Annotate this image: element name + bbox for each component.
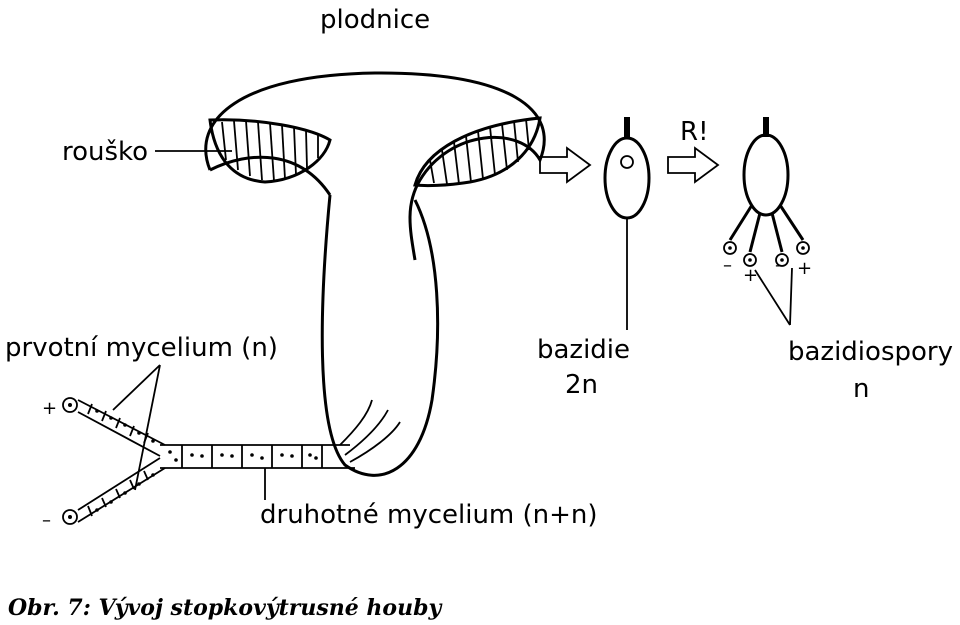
mushroom-stem: [320, 194, 440, 477]
label-bazidie: bazidie: [537, 335, 630, 365]
spore-plus-icon: [62, 397, 78, 413]
svg-text:–: –: [723, 255, 732, 276]
svg-text:+: +: [797, 258, 812, 279]
svg-text:+: +: [743, 265, 758, 286]
label-bazidie-ploidy: 2n: [565, 370, 598, 400]
mycelium-plus-sign: +: [42, 398, 57, 419]
arrow-2-icon: [667, 146, 720, 184]
label-plodnice: plodnice: [320, 5, 430, 35]
arrow-1-icon: [539, 146, 592, 184]
right-gills: [413, 116, 542, 188]
primary-leaders: [112, 364, 161, 491]
figure-caption: Obr. 7: Vývoj stopkovýtrusné houby: [8, 595, 442, 621]
mushroom-cap: [204, 71, 546, 261]
label-reduction: R!: [680, 117, 709, 147]
label-bazidiospory: bazidiospory: [788, 337, 953, 367]
primary-mycelium: [62, 397, 166, 525]
spore-minus-icon: [62, 509, 78, 525]
label-bazidiospory-ploidy: n: [853, 374, 869, 404]
mycelium-minus-sign: –: [42, 510, 51, 531]
label-primary-mycelium: prvotní mycelium (n): [5, 333, 278, 363]
svg-text:–: –: [775, 255, 784, 276]
spore-icons: [723, 241, 810, 267]
left-gills: [208, 118, 332, 184]
basidium: [603, 117, 651, 330]
mushroom-fruiting-body: [204, 71, 546, 477]
right-gill-lines: [429, 118, 530, 185]
basidium-with-spores: – + – +: [723, 117, 812, 326]
left-gill-lines: [221, 120, 319, 182]
secondary-mycelium: [160, 444, 355, 469]
label-rousko: rouško: [62, 137, 148, 167]
label-secondary-mycelium: druhotné mycelium (n+n): [260, 500, 598, 530]
spores-leader: [754, 267, 793, 326]
